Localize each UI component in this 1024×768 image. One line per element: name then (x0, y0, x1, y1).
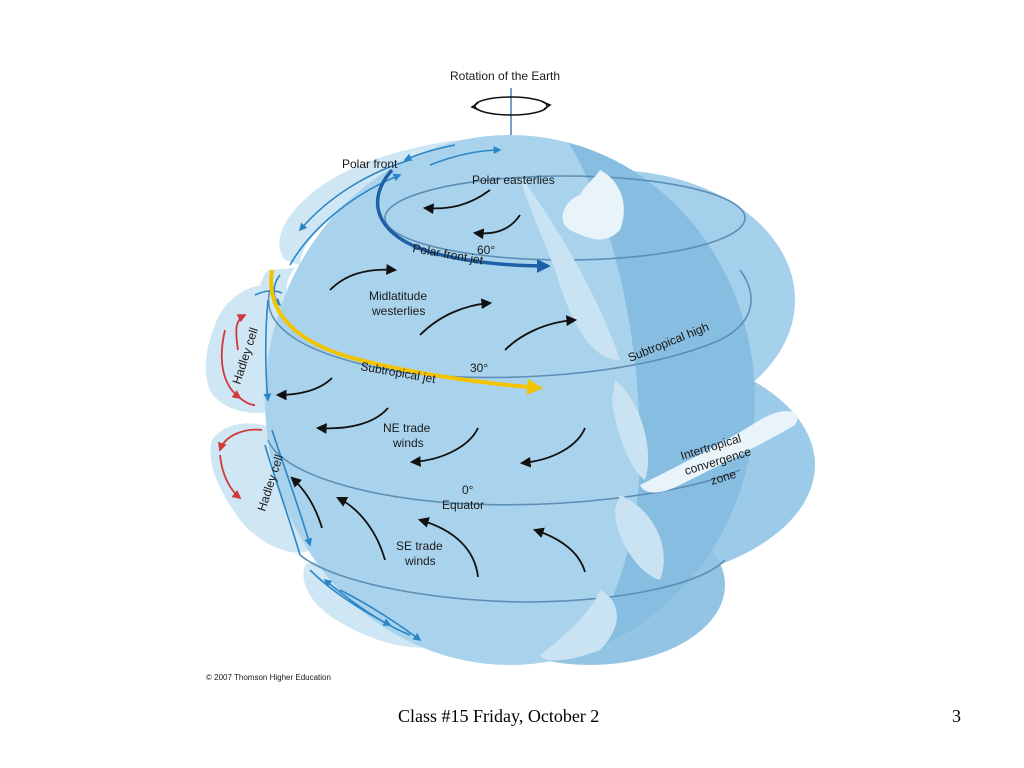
ne-trade-arrow-2 (315, 407, 389, 434)
meridian-section-lower (612, 380, 649, 480)
page-number: 3 (952, 706, 961, 726)
cloud-patches (562, 170, 798, 493)
equator-ring (267, 439, 741, 506)
se-trade-arrow-3 (417, 517, 479, 578)
se-trade-arrow-4 (532, 527, 586, 573)
latitude-30-label: 30° (470, 361, 488, 375)
polar-front-label: Polar front (342, 157, 398, 171)
meridian-section (520, 175, 620, 360)
hadley-cell-south-shape (210, 423, 310, 553)
se-trade-label-line1: SE trade (396, 539, 443, 553)
polar-easterly-arrow-1 (422, 189, 491, 215)
footer-text: Class #15 Friday, October 2 (398, 706, 600, 726)
itcz-cloud (640, 410, 798, 493)
westerly-arrow-1 (329, 264, 398, 291)
polar-front-jet-arrow (375, 168, 551, 273)
latitude-lines (267, 175, 752, 603)
ne-trade-arrow-1 (275, 377, 333, 401)
copyright-label: © 2007 Thomson Higher Education (206, 673, 331, 682)
ne-trade-arrow-4 (519, 427, 586, 468)
meridian-section-bottom (540, 590, 617, 661)
se-trade-arrow-2 (336, 497, 386, 561)
ne-trade-arrow-3 (409, 427, 479, 467)
westerly-arrow-2 (419, 298, 493, 336)
equator-label: Equator (442, 498, 484, 512)
se-trade-label-line2: winds (404, 554, 436, 568)
latitude-30-ring (267, 269, 752, 379)
latitude-0-label: 0° (462, 483, 474, 497)
wind-arrows (275, 189, 586, 578)
latitude-south-ring (299, 554, 726, 603)
midlatitude-label-line2: westerlies (371, 304, 425, 318)
westerly-arrow-3 (504, 315, 578, 351)
ne-trade-label-line1: NE trade (383, 421, 431, 435)
polar-cloud (562, 170, 624, 240)
polar-easterlies-label: Polar easterlies (472, 173, 555, 187)
meridian-section-south (615, 495, 664, 580)
polar-easterly-arrow-2 (472, 214, 521, 240)
latitude-60-label: 60° (477, 243, 495, 257)
ne-trade-label-line2: winds (392, 436, 424, 450)
rotation-arrow-icon (470, 96, 552, 116)
hadley-red-arrows (218, 314, 263, 500)
subtropical-jet-arrow (269, 269, 544, 395)
rotation-label: Rotation of the Earth (450, 69, 560, 83)
se-trade-arrow-1 (290, 476, 323, 529)
midlatitude-label-line1: Midlatitude (369, 289, 427, 303)
